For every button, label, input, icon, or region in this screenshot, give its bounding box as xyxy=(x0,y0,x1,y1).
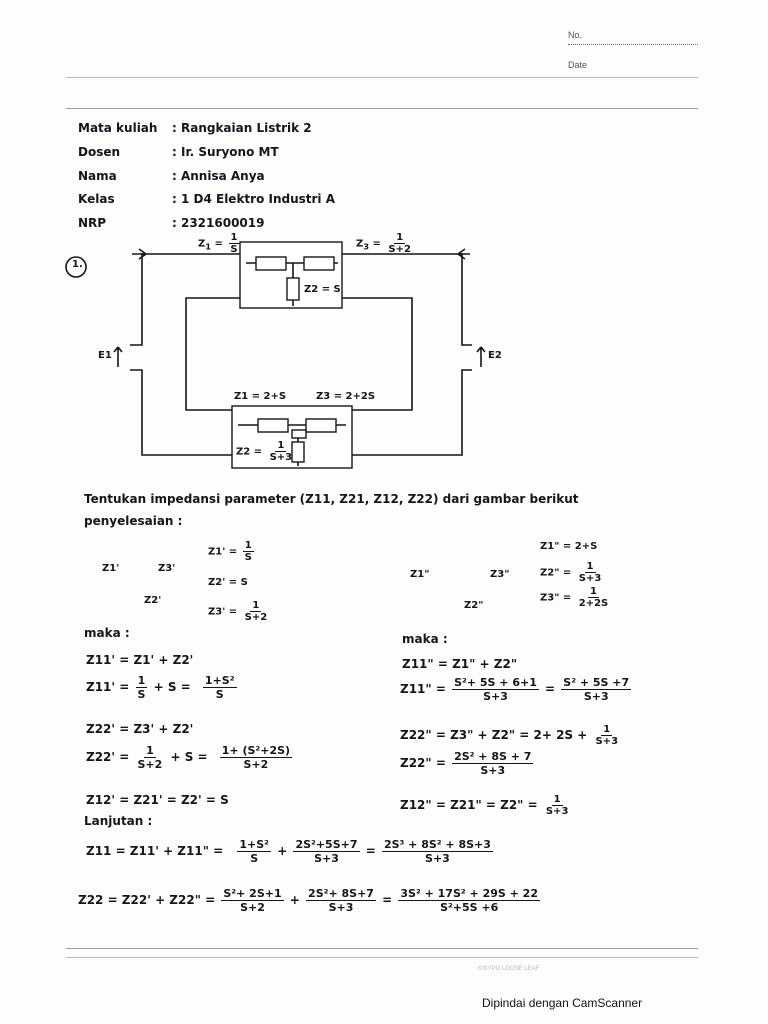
info-label: NRP xyxy=(78,216,107,230)
right-z1-value: Z1" = 2+S xyxy=(540,541,598,552)
left-t-z2-label: Z2' xyxy=(144,595,162,606)
e2-arrow xyxy=(476,346,486,367)
input-current-arrow xyxy=(132,248,147,260)
resistor-icon xyxy=(255,256,287,271)
ruled-line xyxy=(66,108,698,109)
info-label: Mata kuliah xyxy=(78,121,158,135)
solution-label: penyelesaian : xyxy=(84,514,183,528)
maka-label-left: maka : xyxy=(84,626,130,640)
problem-number-circle xyxy=(65,256,87,278)
top-z2-label: Z2 = S xyxy=(304,284,341,295)
left-z22-def: Z22' = Z3' + Z2' xyxy=(86,722,194,736)
e1-arrow xyxy=(113,346,123,367)
problem-number: 1. xyxy=(72,259,83,270)
info-value: : Annisa Anya xyxy=(172,169,265,183)
output-current-arrow xyxy=(457,248,470,260)
ruled-line xyxy=(66,957,698,958)
resistor-icon xyxy=(291,441,305,463)
info-label: Dosen xyxy=(78,145,121,159)
bottom-z3-label: Z3 = 2+2S xyxy=(316,391,376,402)
info-value: : Ir. Suryono MT xyxy=(172,145,279,159)
info-label: Nama xyxy=(78,169,117,183)
left-z2-value: Z2' = S xyxy=(208,577,248,588)
question-text: Tentukan impedansi parameter (Z11, Z21, … xyxy=(84,492,579,506)
ruled-line xyxy=(66,948,698,949)
e1-label: E1 xyxy=(98,350,112,361)
e2-label: E2 xyxy=(488,350,502,361)
resistor-icon xyxy=(286,277,300,301)
left-t-z3-label: Z3' xyxy=(158,563,176,574)
no-line xyxy=(568,44,698,45)
ruled-line xyxy=(66,77,698,78)
two-port-circuit-diagram xyxy=(65,241,486,469)
right-t-z3-label: Z3" xyxy=(490,569,510,580)
left-t-z1-label: Z1' xyxy=(102,563,120,574)
maka-label-right: maka : xyxy=(402,632,448,646)
resistor-icon xyxy=(257,418,289,433)
bottom-z1-label: Z1 = 2+S xyxy=(234,391,287,402)
date-label: Date xyxy=(568,60,588,70)
right-z11-def: Z11" = Z1" + Z2" xyxy=(402,657,518,671)
left-z11-def: Z11' = Z1' + Z2' xyxy=(86,653,194,667)
info-label: Kelas xyxy=(78,192,115,206)
right-t-z2-label: Z2" xyxy=(464,600,484,611)
resistor-icon xyxy=(305,418,337,433)
info-value: : Rangkaian Listrik 2 xyxy=(172,121,312,135)
right-t-z1-label: Z1" xyxy=(410,569,430,580)
no-label: No. xyxy=(568,30,583,40)
info-value: : 2321600019 xyxy=(172,216,265,230)
paper-brand-mark: KIKYPO LOOSE LEAF xyxy=(478,966,540,972)
camscanner-footer: Dipindai dengan CamScanner xyxy=(482,996,643,1010)
left-z12: Z12' = Z21' = Z2' = S xyxy=(86,793,229,807)
lanjutan-label: Lanjutan : xyxy=(84,814,153,828)
resistor-icon xyxy=(303,256,335,271)
info-value: : 1 D4 Elektro Industri A xyxy=(172,192,336,206)
